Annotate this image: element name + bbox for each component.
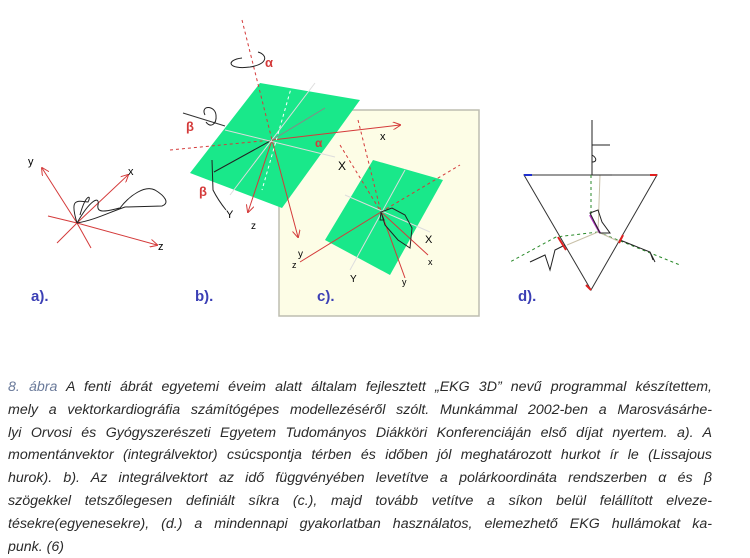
figure-caption: 8. ábra A fenti ábrát egyetemi éveim ala… bbox=[8, 376, 712, 558]
panel-label-d: d). bbox=[518, 288, 537, 305]
caption-line: tésekre(egyenesekre), (d.) a mindennapi … bbox=[8, 515, 712, 532]
ekg-3d-figure: y x z α α β β x X Y z bbox=[28, 19, 681, 317]
axis-label-y: y bbox=[28, 156, 34, 168]
beta-angle-label: β bbox=[199, 184, 207, 199]
alpha-label: α bbox=[265, 55, 273, 70]
alpha-angle-label: α bbox=[315, 136, 323, 150]
axis-label-y2: y bbox=[298, 249, 303, 260]
axis-label-z: z bbox=[292, 260, 297, 270]
caption-line: hurok). b). Az integrálvektort az idő fü… bbox=[8, 470, 712, 487]
axis-label-x: x bbox=[428, 257, 433, 267]
panel-d-ekg-leads bbox=[509, 120, 681, 291]
axis-label-X: X bbox=[338, 159, 346, 173]
axis-label-z: z bbox=[251, 221, 256, 232]
panel-label-a: a). bbox=[31, 288, 49, 305]
panel-b-rotated-plane: α α β β x X Y z bbox=[169, 19, 400, 237]
caption-line: szögekkel tetszőlegesen definiált síkra … bbox=[8, 492, 712, 509]
panel-a-lissajous-loop: y x z bbox=[28, 156, 167, 253]
axis-label-x: x bbox=[128, 166, 134, 178]
panel-label-c: c). bbox=[317, 288, 335, 305]
figure-number: 8. ábra bbox=[8, 379, 58, 395]
beta-label: β bbox=[186, 119, 194, 134]
caption-line: 8. ábra A fenti ábrát egyetemi éveim ala… bbox=[8, 376, 712, 399]
panel-c-projection-plane: X Y x y y z bbox=[292, 119, 461, 287]
panel-label-b: b). bbox=[195, 288, 214, 305]
axis-label-x: x bbox=[380, 131, 386, 143]
axis-label-y: y bbox=[402, 277, 407, 287]
caption-line: mely a vektorkardiográfia számítógépes m… bbox=[8, 401, 712, 418]
caption-text: A fenti ábrát egyetemi éveim alatt által… bbox=[57, 379, 712, 395]
axis-label-z: z bbox=[158, 241, 164, 253]
caption-line: punk. (6) bbox=[8, 538, 64, 555]
caption-line: lyi Orvosi és Gyógyszerészeti Egyetem Tu… bbox=[8, 424, 712, 441]
caption-line: momentánvektor (integrálvektor) csúcspon… bbox=[8, 447, 712, 464]
axis-label-Y: Y bbox=[350, 274, 357, 285]
axis-label-X: X bbox=[425, 234, 433, 246]
axis-label-Y: Y bbox=[226, 209, 234, 221]
